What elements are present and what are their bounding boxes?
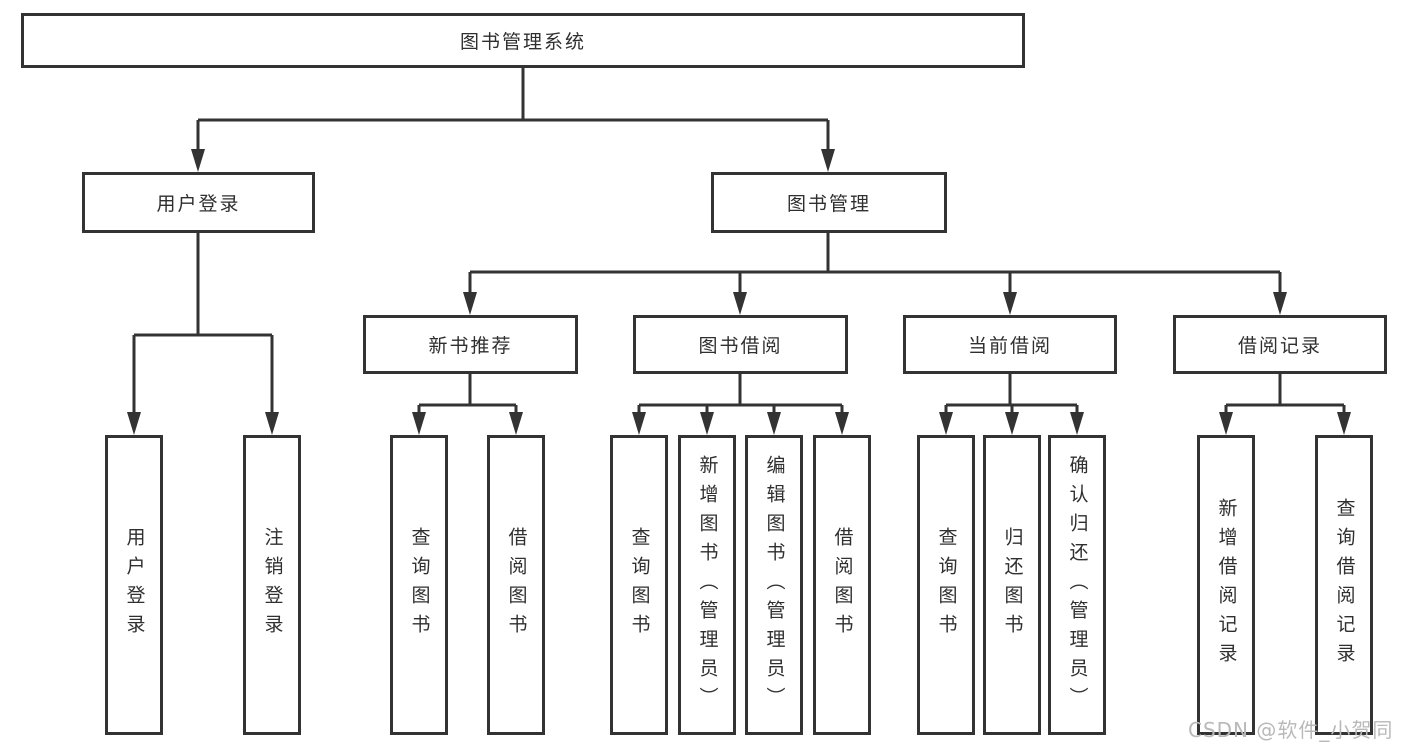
node-root: 图书管理系统: [21, 13, 1025, 68]
leaf-records-add-borrow-record: 新增借阅记录: [1197, 435, 1255, 735]
leaf-recommend-query-book: 查询图书: [390, 435, 448, 735]
leaf-current-confirm-return-admin: 确认归还（管理员）: [1048, 435, 1106, 735]
node-book-borrow: 图书借阅: [633, 315, 848, 374]
node-book-management: 图书管理: [711, 172, 947, 233]
leaf-borrow-edit-book-admin: 编辑图书（管理员）: [745, 435, 803, 735]
leaf-recommend-borrow-book: 借阅图书: [487, 435, 545, 735]
leaf-borrow-add-book-admin: 新增图书（管理员）: [678, 435, 736, 735]
leaf-current-return-book: 归还图书: [983, 435, 1041, 735]
node-current-borrow: 当前借阅: [903, 315, 1117, 374]
arrowhead-group: [127, 149, 1351, 435]
leaf-current-query-book: 查询图书: [917, 435, 975, 735]
leaf-logout: 注销登录: [243, 435, 301, 735]
csdn-watermark: CSDN @软件_小贺同学: [1188, 718, 1394, 742]
node-user-login: 用户登录: [82, 172, 315, 233]
leaf-user-login: 用户登录: [105, 435, 163, 735]
leaf-records-query-borrow-record: 查询借阅记录: [1315, 435, 1373, 735]
node-borrow-records: 借阅记录: [1173, 315, 1387, 374]
leaf-borrow-borrow-book: 借阅图书: [813, 435, 871, 735]
node-new-book-recommend: 新书推荐: [363, 315, 578, 374]
leaf-borrow-query-book: 查询图书: [610, 435, 668, 735]
